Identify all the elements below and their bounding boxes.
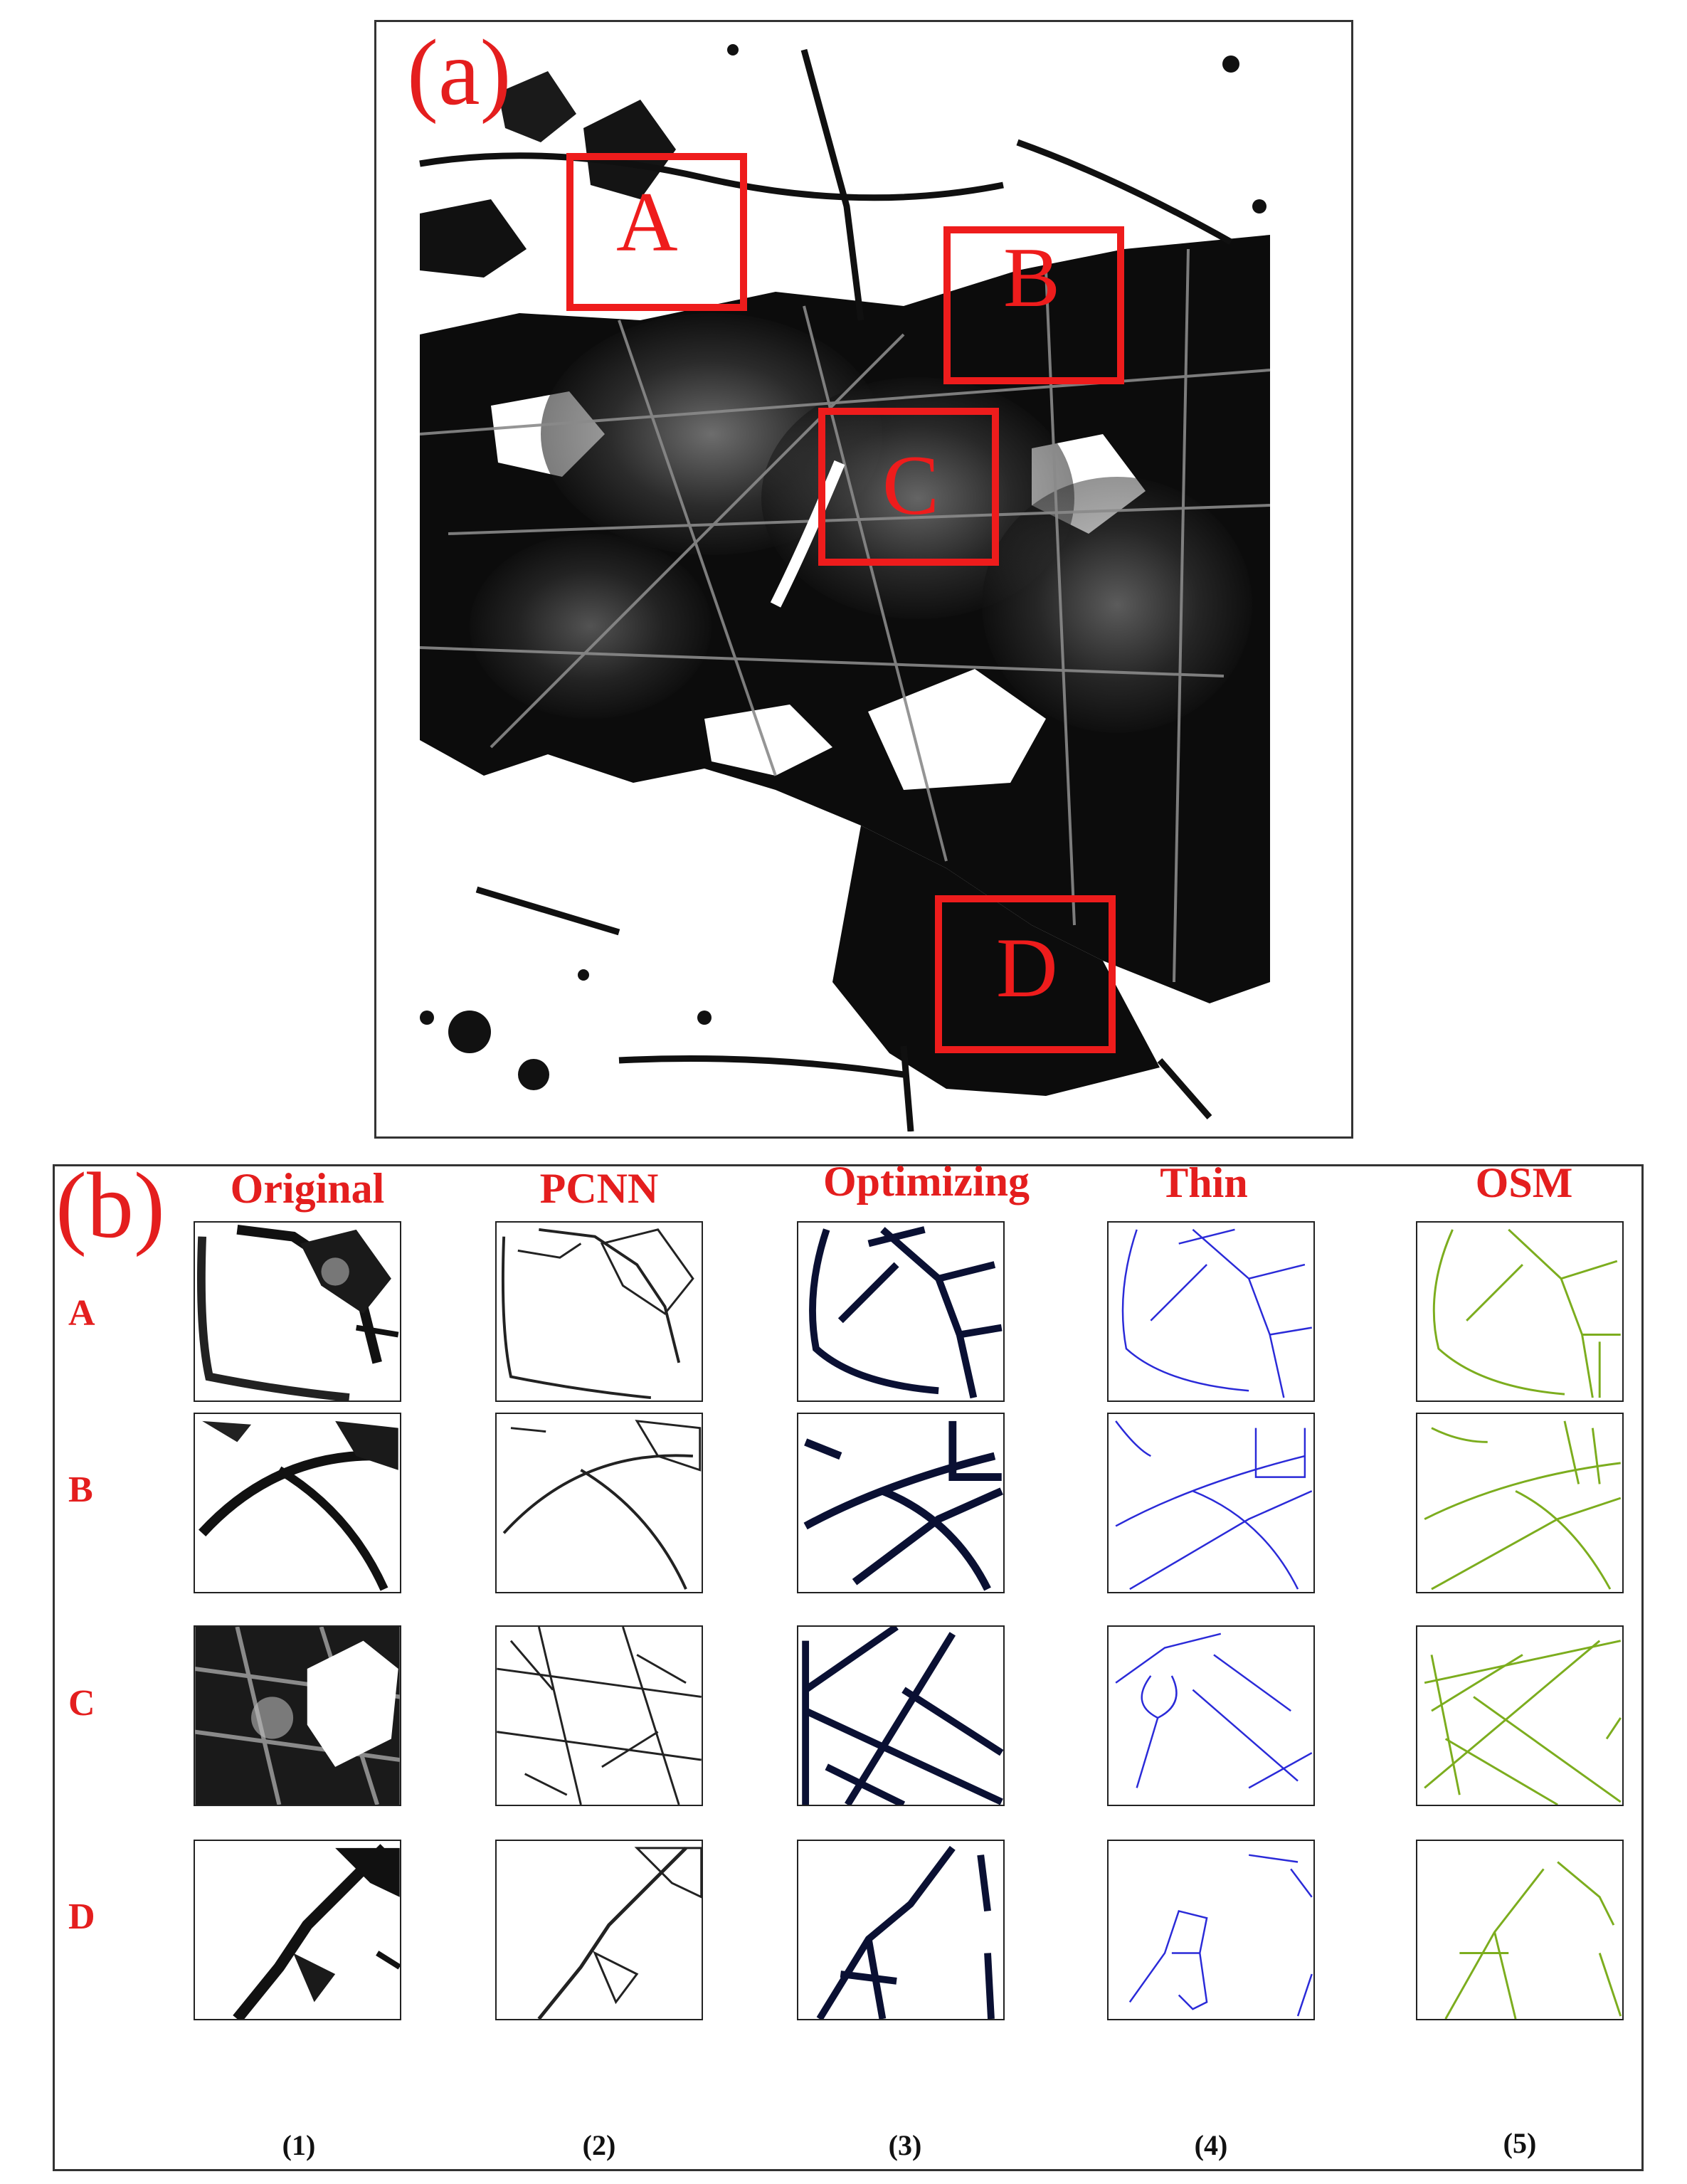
thumb-d-pcnn bbox=[495, 1840, 703, 2020]
thumb-a-osm bbox=[1416, 1221, 1624, 1402]
thumb-d-thin bbox=[1107, 1840, 1315, 2020]
row-label-b: B bbox=[68, 1470, 93, 1510]
region-box-d bbox=[935, 895, 1116, 1053]
column-number-4: (4) bbox=[1194, 2129, 1228, 2161]
thumb-c-osm bbox=[1416, 1625, 1624, 1806]
region-box-b bbox=[943, 226, 1124, 384]
row-label-d: D bbox=[68, 1897, 95, 1937]
thumb-c-original bbox=[194, 1625, 401, 1806]
thumb-b-pcnn bbox=[495, 1413, 703, 1593]
thumb-a-pcnn bbox=[495, 1221, 703, 1402]
region-label-a: A bbox=[616, 174, 678, 269]
thumb-c-pcnn bbox=[495, 1625, 703, 1806]
column-header-thin: Thin bbox=[1160, 1159, 1248, 1206]
panel-b-label: (b) bbox=[55, 1153, 165, 1257]
region-label-c: C bbox=[882, 438, 940, 532]
region-label-d: D bbox=[996, 920, 1058, 1015]
thumb-d-osm bbox=[1416, 1840, 1624, 2020]
panel-a-label: (a) bbox=[407, 20, 512, 125]
column-number-5: (5) bbox=[1503, 2127, 1537, 2159]
region-box-c bbox=[818, 408, 999, 566]
column-header-pcnn: PCNN bbox=[539, 1165, 659, 1212]
column-header-osm: OSM bbox=[1475, 1159, 1573, 1206]
thumb-c-thin bbox=[1107, 1625, 1315, 1806]
column-number-3: (3) bbox=[888, 2129, 922, 2161]
region-label-b: B bbox=[1003, 230, 1061, 325]
region-box-a bbox=[566, 153, 747, 311]
thumb-c-optimizing bbox=[797, 1625, 1005, 1806]
night-light-road-map bbox=[419, 44, 1271, 1131]
column-header-optimizing: Optimizing bbox=[823, 1158, 1030, 1205]
column-number-1: (1) bbox=[282, 2129, 316, 2161]
column-header-original: Original bbox=[230, 1165, 385, 1212]
thumb-a-original bbox=[194, 1221, 401, 1402]
column-number-2: (2) bbox=[582, 2129, 616, 2161]
thumb-d-optimizing bbox=[797, 1840, 1005, 2020]
thumb-a-optimizing bbox=[797, 1221, 1005, 1402]
row-label-c: C bbox=[68, 1683, 95, 1724]
thumb-a-thin bbox=[1107, 1221, 1315, 1402]
thumb-b-original bbox=[194, 1413, 401, 1593]
row-label-a: A bbox=[68, 1293, 95, 1334]
thumb-b-osm bbox=[1416, 1413, 1624, 1593]
thumb-d-original bbox=[194, 1840, 401, 2020]
thumb-b-optimizing bbox=[797, 1413, 1005, 1593]
thumb-b-thin bbox=[1107, 1413, 1315, 1593]
